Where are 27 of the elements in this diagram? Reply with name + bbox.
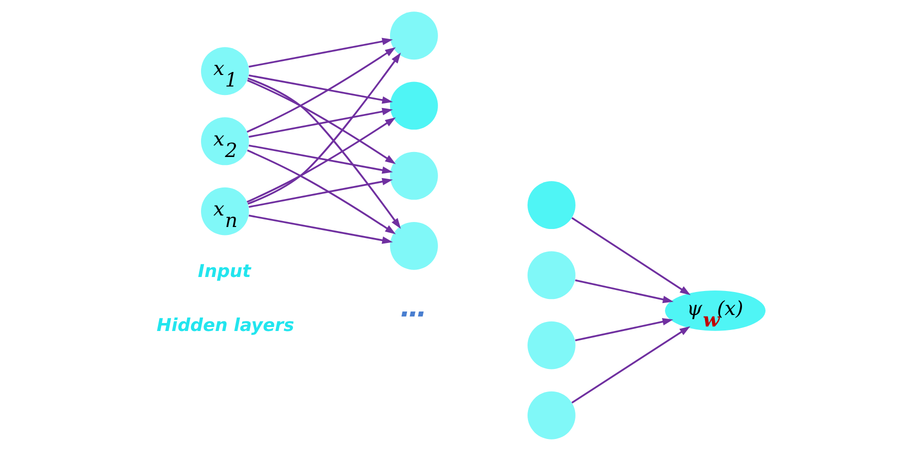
arrow [248,74,393,104]
arrow [246,117,396,203]
label: Input [198,262,251,282]
arrow [247,79,396,164]
node-circle [390,82,438,130]
arrow [248,77,401,229]
node-circle [528,181,576,230]
arrow [248,108,393,138]
node-circle [390,222,438,270]
node-circle [390,12,438,60]
label: Hidden layers [156,316,294,336]
node-circle [528,391,576,440]
node-circle [390,152,438,200]
arrow [248,214,393,244]
arrow [248,178,393,208]
arrow [247,150,396,234]
arrow [571,326,690,404]
arrow [248,52,401,205]
arrow [248,38,393,68]
arrow [575,279,674,304]
arrow [575,318,674,342]
node-circle [528,321,576,370]
arrow [248,144,393,174]
label: … [400,292,427,324]
arrow [246,47,396,133]
arrow [571,217,691,296]
node-circle [528,251,576,300]
